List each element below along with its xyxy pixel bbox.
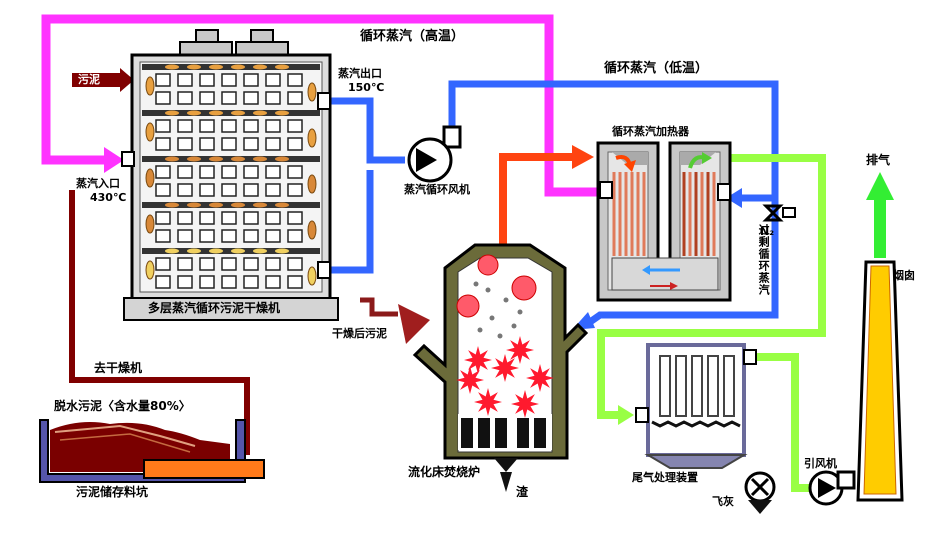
- dryer: [121, 29, 339, 321]
- dried-sludge-label: 干燥后污泥: [332, 327, 387, 340]
- chimney: [856, 260, 904, 502]
- storage-pit: [39, 419, 265, 483]
- sludge-in-arrow: [72, 68, 134, 92]
- storage-pit-label: 污泥储存料坑: [76, 485, 149, 499]
- steam-outlet-label: 蒸汽出口: [338, 67, 382, 80]
- dryer-name-label: 多层蒸汽循环污泥干燥机: [148, 301, 281, 315]
- chimney-label: 烟囱: [893, 269, 915, 282]
- steam-fan: [407, 125, 462, 183]
- heater-name-label: 循环蒸汽加热器: [612, 125, 689, 138]
- steam-fan-label: 蒸汽循环风机: [404, 183, 470, 196]
- slag-label: 渣: [516, 485, 529, 499]
- dried-sludge-line: [360, 297, 398, 317]
- dried-sludge-arrow: [398, 304, 430, 344]
- low-temp-arrow-heater: [726, 188, 742, 208]
- steam-inlet-temp: 430℃: [90, 191, 127, 204]
- steam-inlet-label: 蒸汽入口: [76, 177, 120, 190]
- furnace-label: 流化床焚烧炉: [408, 465, 481, 479]
- dewatered-label: 脱水污泥〈含水量80%〉: [54, 399, 191, 413]
- hot-gas-arrow: [572, 145, 594, 169]
- steam-low-label: 循环蒸汽（低温）: [604, 61, 709, 76]
- flue-arrow-scrubber: [618, 405, 634, 425]
- sludge-in-label: 污泥: [78, 73, 100, 86]
- induced-fan: [808, 470, 856, 506]
- fly-ash-label: 飞灰: [712, 495, 734, 508]
- hot-gas-line: [499, 153, 574, 248]
- high-temp-steam-to-heater: [544, 178, 604, 197]
- exhaust-arrow-shaft: [874, 198, 886, 258]
- induced-fan-label: 引风机: [804, 457, 837, 470]
- high-temp-steam-line: [41, 14, 554, 178]
- excess-steam-label: 过剩循环蒸汽: [757, 224, 771, 296]
- flue-gas-treatment: [635, 343, 776, 514]
- flue-gas-label: 尾气处理装置: [632, 471, 698, 484]
- flue-gas-line: [597, 154, 826, 492]
- low-temp-steam-line: [330, 80, 779, 325]
- steam-outlet-temp: 150℃: [348, 81, 385, 94]
- sludge-line: [69, 190, 250, 455]
- exhaust-label: 排气: [866, 153, 891, 167]
- exhaust-arrow: [866, 172, 894, 200]
- high-temp-steam-arrow: [104, 147, 124, 173]
- nitrogen-label: N₂: [760, 225, 775, 238]
- to-dryer-label: 去干燥机: [94, 361, 143, 375]
- steam-high-label: 循环蒸汽（高温）: [360, 29, 465, 44]
- nitrogen-inlet-symbol: [762, 204, 796, 222]
- dryer-trays: [142, 64, 320, 289]
- steam-heater: [596, 141, 732, 302]
- furnace-flames: [456, 254, 554, 418]
